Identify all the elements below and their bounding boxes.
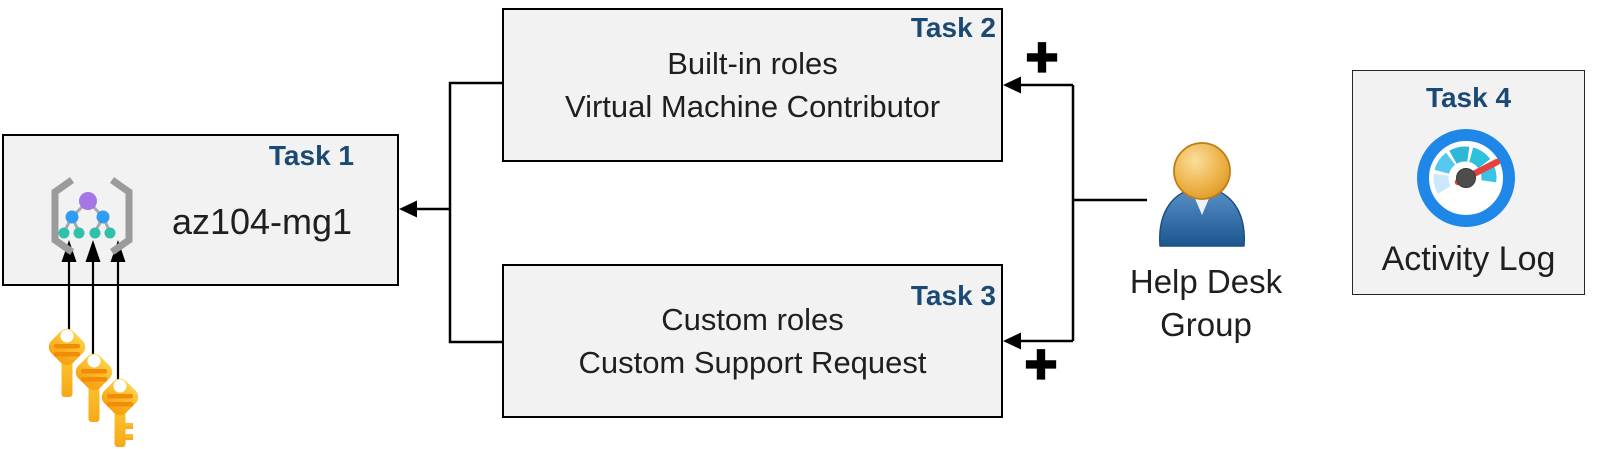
help-desk-label-line1: Help Desk — [1129, 263, 1283, 300]
plus-icon-task2: + — [1025, 25, 1060, 88]
task4-label: Task 4 — [1425, 82, 1512, 113]
right-connector — [1003, 76, 1147, 350]
key-icon — [101, 378, 139, 447]
task2-label: Task 2 — [910, 12, 996, 43]
task4-title: Activity Log — [1381, 240, 1556, 278]
key-arrows — [61, 240, 126, 383]
help-desk-label-line2: Group — [1160, 306, 1252, 343]
task3-label: Task 3 — [910, 280, 996, 311]
management-group-icon — [51, 177, 133, 255]
task1-title: az104-mg1 — [171, 201, 353, 242]
task1-label: Task 1 — [268, 140, 354, 171]
task3-line1: Custom roles — [661, 302, 844, 337]
task3-line2: Custom Support Request — [578, 345, 927, 380]
person-icon — [1159, 142, 1245, 247]
task3-box — [502, 264, 1003, 418]
task2-box — [502, 8, 1003, 162]
activity-log-gauge-icon — [1417, 129, 1515, 227]
task2-line2: Virtual Machine Contributor — [564, 89, 941, 124]
left-connector — [399, 81, 502, 344]
key-icon — [75, 353, 113, 422]
key-icon — [48, 328, 86, 397]
task2-line1: Built-in roles — [667, 46, 838, 81]
keys-icon — [48, 328, 139, 447]
plus-icon-task3: + — [1024, 332, 1059, 395]
